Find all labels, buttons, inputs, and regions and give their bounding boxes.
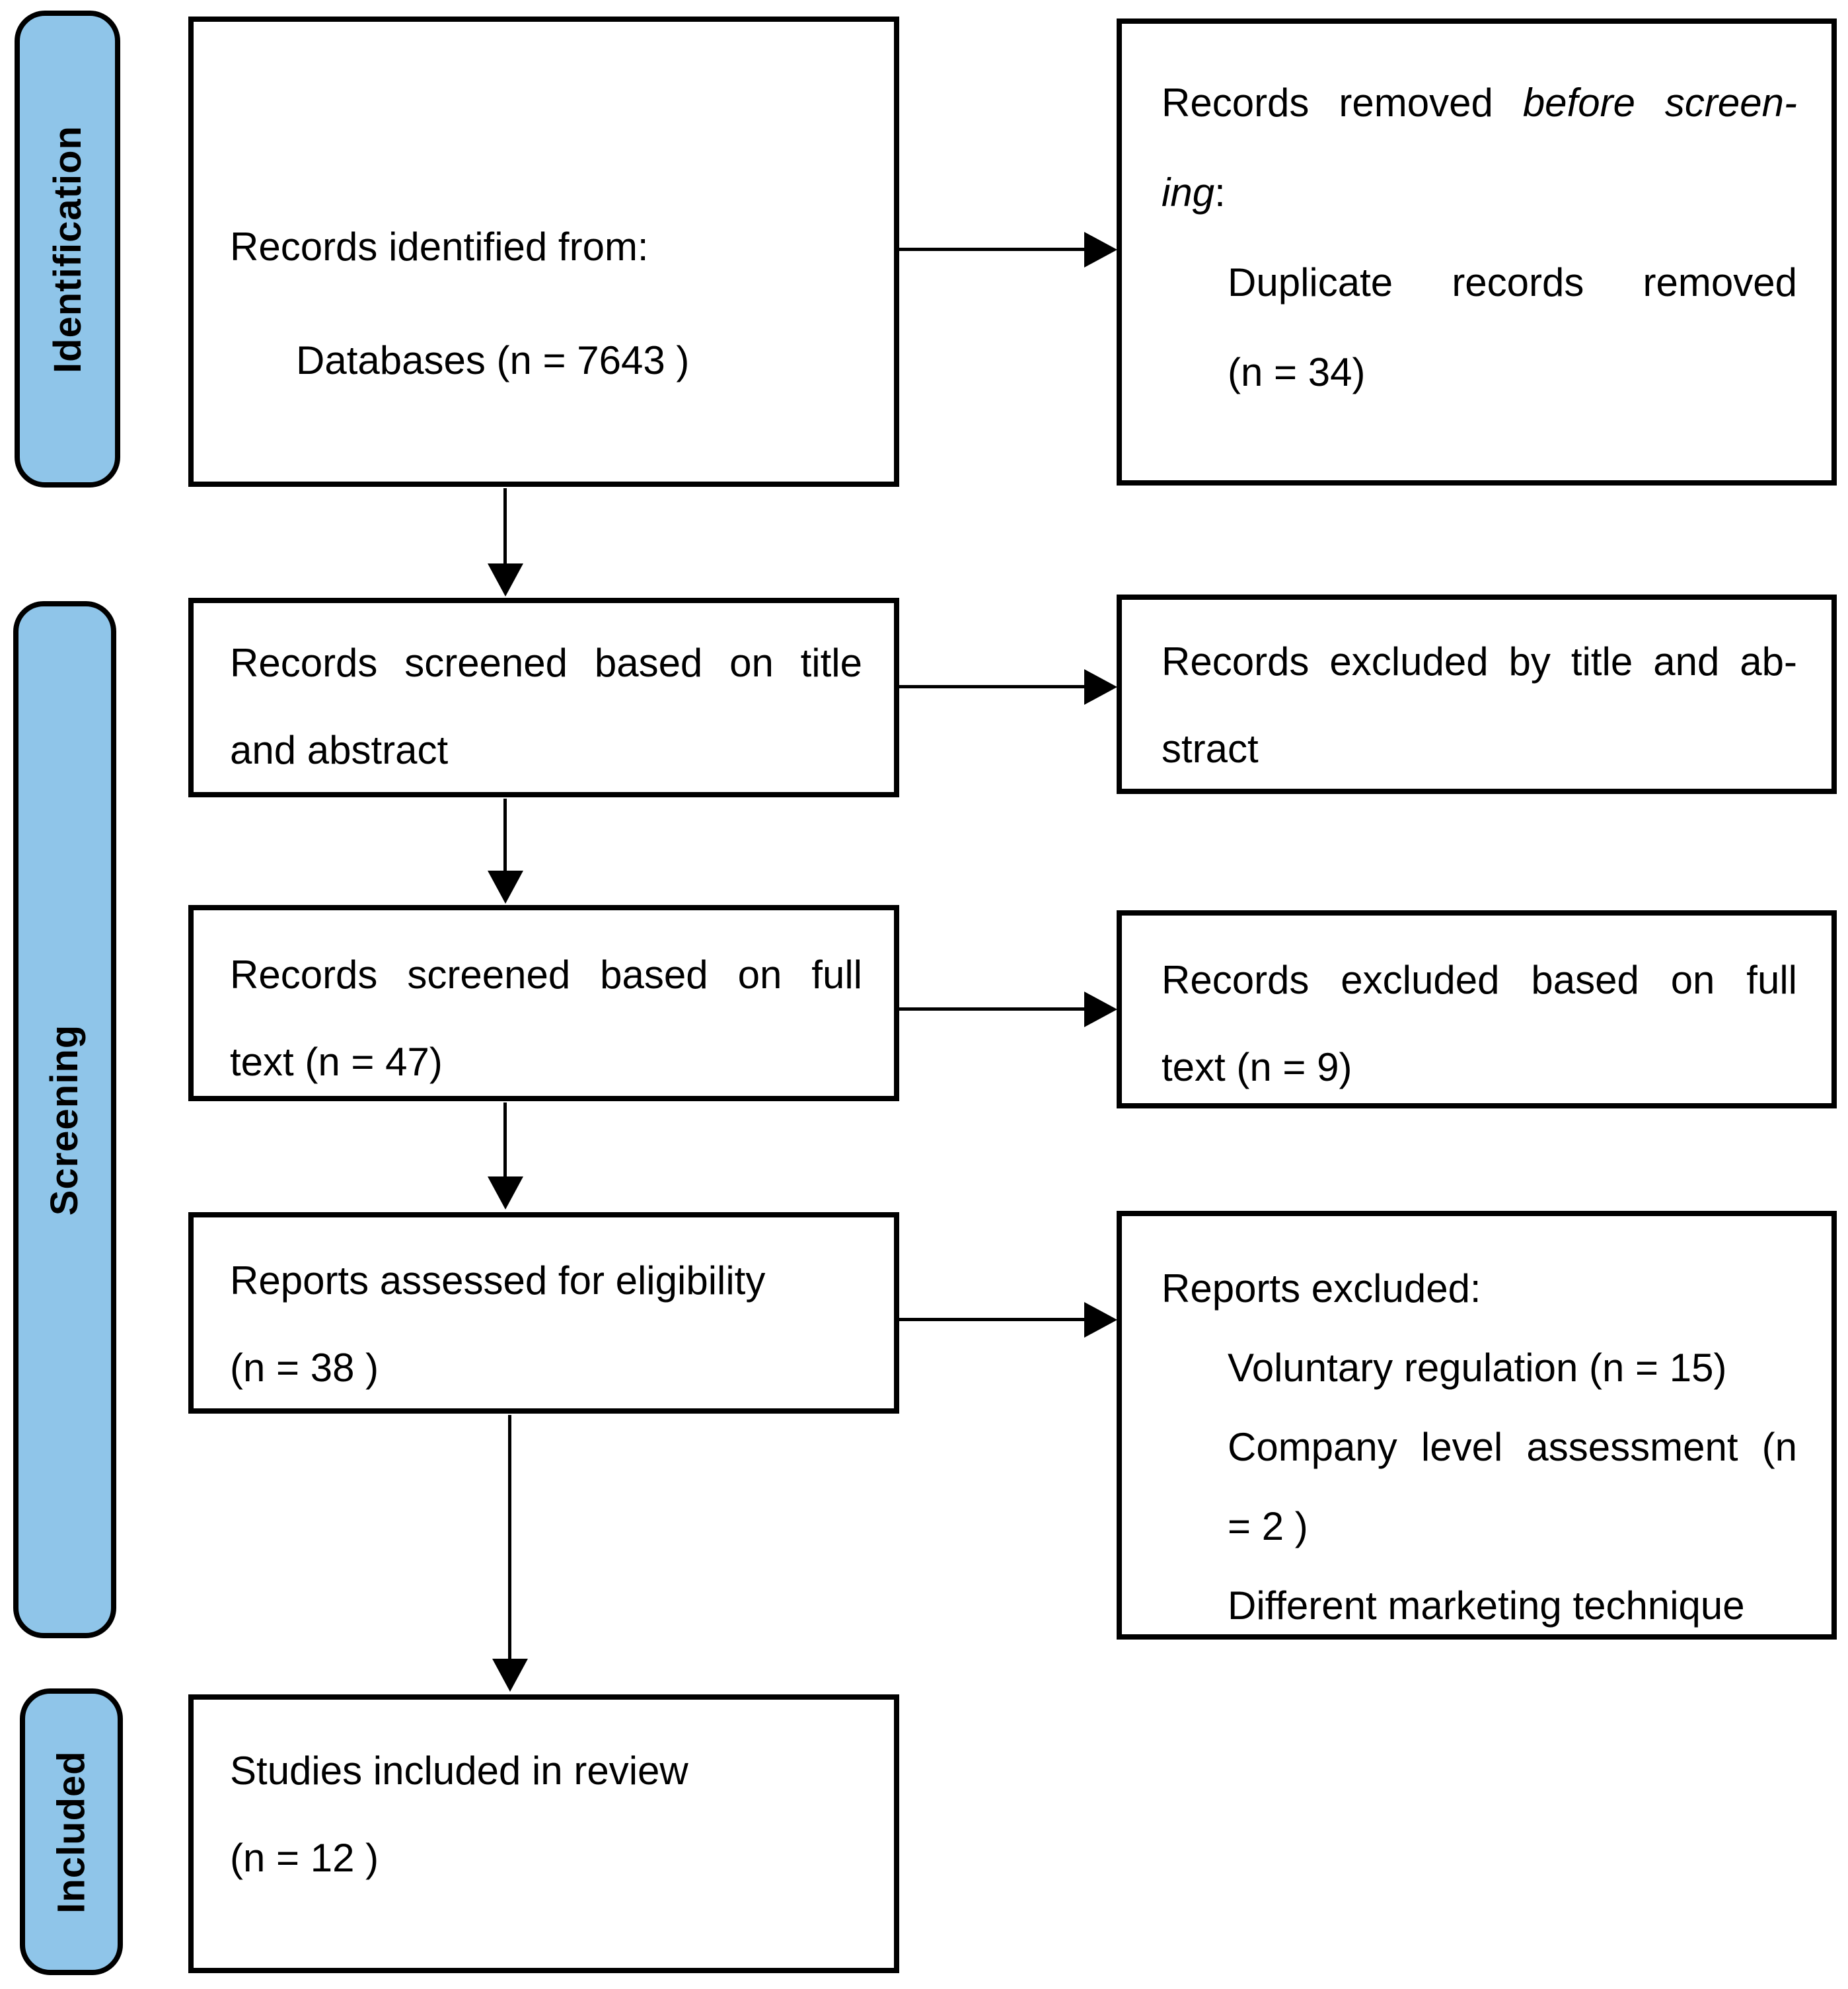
arrow-line (503, 799, 507, 873)
arrow-line (503, 1103, 507, 1179)
text-line: Different marketing technique (1228, 1583, 1745, 1628)
text-line: stract (1162, 727, 1259, 771)
text-line: Databases (n = 7643 ) (296, 338, 690, 382)
arrow-head (1084, 232, 1117, 268)
stage-screening: Screening (13, 601, 116, 1638)
text-line: ing: (1162, 170, 1226, 215)
text-line: Company level assessment (n (1228, 1425, 1797, 1469)
stage-included: Included (20, 1688, 123, 1975)
text-line: Reports assessed for eligibility (230, 1258, 766, 1303)
box-studies-included: Studies included in review (n = 12 ) (188, 1694, 899, 1973)
stage-identification: Identification (15, 11, 120, 488)
text-line: (n = 38 ) (230, 1346, 379, 1390)
text-line: Voluntary regulation (n = 15) (1228, 1346, 1727, 1390)
box-records-identified: Records identified from: Databases (n = 7… (188, 17, 899, 487)
text-line: text (n = 47) (230, 1040, 443, 1084)
box-records-screened-full-text: Records screened based on full text (n = … (188, 905, 899, 1101)
arrow-line (899, 1007, 1087, 1011)
text-line: Records identified from: (230, 225, 649, 269)
box-reports-assessed: Reports assessed for eligibility (n = 38 … (188, 1212, 899, 1414)
arrow-head (1084, 669, 1117, 705)
arrow-head (1084, 992, 1117, 1027)
arrow-line (899, 1318, 1087, 1321)
box-records-excluded-full-text: Records excluded based on full text (n = … (1117, 910, 1837, 1108)
arrow-line (899, 248, 1087, 251)
text-line: text (n = 9) (1162, 1045, 1352, 1089)
text-line: Records excluded by title and ab- (1162, 639, 1797, 684)
box-reports-excluded: Reports excluded: Voluntary regulation (n… (1117, 1211, 1837, 1640)
box-records-removed-before-screening: Records removed before screen-ing:Duplic… (1117, 18, 1837, 486)
text-line: Duplicate records removed (1228, 260, 1797, 305)
arrow-head (492, 1659, 528, 1692)
box-records-screened-title-abstract: Records screened based on title and abstr… (188, 598, 899, 797)
arrow-head (1084, 1302, 1117, 1338)
text-line: (n = 34) (1228, 350, 1366, 394)
text-line: Reports excluded: (1162, 1266, 1481, 1311)
arrow-head (488, 563, 523, 597)
text-line: (n = 12 ) (230, 1836, 379, 1880)
text-line: Records screened based on full (230, 953, 862, 997)
box-records-excluded-title-abstract: Records excluded by title and ab-stract (1117, 595, 1837, 794)
arrow-head (488, 871, 523, 904)
text-line: Studies included in review (230, 1749, 688, 1793)
stage-identification-label: Identification (46, 125, 89, 373)
text-line: Records screened based on title (230, 641, 862, 685)
stage-included-label: Included (50, 1750, 93, 1914)
text-line: Records excluded based on full (1162, 958, 1797, 1002)
text-line: = 2 ) (1228, 1504, 1308, 1548)
arrow-line (508, 1415, 511, 1661)
text-line: Records removed before screen- (1162, 81, 1797, 125)
stage-screening-label: Screening (43, 1024, 87, 1215)
text-line: and abstract (230, 728, 449, 772)
arrow-line (503, 488, 507, 566)
arrow-head (488, 1176, 523, 1210)
arrow-line (899, 685, 1087, 688)
